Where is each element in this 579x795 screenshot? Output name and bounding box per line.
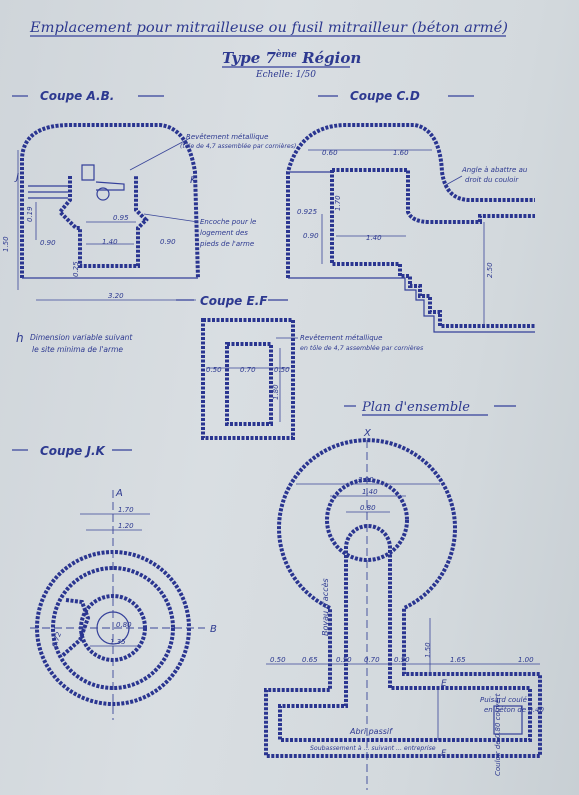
letter-a: A xyxy=(115,488,123,499)
label-boyau: Boyau d'accès xyxy=(320,578,330,636)
dim-pl-165: 1.65 xyxy=(450,656,466,664)
cd-outer-shell xyxy=(286,123,535,278)
ab-embrasure xyxy=(28,185,68,199)
dim-jk-170: 1.70 xyxy=(118,506,134,514)
dim-pl-100: 1.00 xyxy=(518,656,534,664)
letter-h: h xyxy=(16,331,24,345)
cd-chamber-top xyxy=(332,168,535,224)
dim-jk-135: 1.35 xyxy=(110,638,126,646)
section-cd-drawing xyxy=(286,123,535,333)
section-ef-drawing xyxy=(201,318,295,440)
letter-x: X xyxy=(363,428,372,439)
dim-cd-060: 0.60 xyxy=(322,149,338,157)
dim-ab-090a: 0.90 xyxy=(40,239,56,247)
leader-encoche xyxy=(143,213,199,223)
note-puisard-1: Puisard coulé xyxy=(480,696,528,704)
dim-cd-250: 2.50 xyxy=(486,262,494,278)
section-jk-title: Coupe J.K xyxy=(40,444,107,458)
plan-puisard xyxy=(493,705,523,735)
note-encoche-2: logement des xyxy=(200,229,248,237)
dim-ab-025: 0.25 xyxy=(72,261,80,277)
leader-angle xyxy=(443,175,463,187)
note-revetement-ab-2: (tôle de 4,7 assemblée par cornières) xyxy=(180,142,296,150)
dim-pl-050c: 0.50 xyxy=(394,656,410,664)
ab-outer-shell xyxy=(20,123,200,279)
note-angle-2: droit du couloir xyxy=(465,176,519,184)
scale-label: Echelle: 1/50 xyxy=(255,70,316,80)
dim-pl-080: 0.80 xyxy=(360,504,376,512)
dim-ef-050b: 0.50 xyxy=(274,366,290,374)
note-abri: Abri passif xyxy=(349,727,393,736)
dim-cd-140: 1.40 xyxy=(366,234,382,242)
dim-ef-180: 1.80 xyxy=(272,384,280,400)
note-puisard-2: en béton de 0.40 xyxy=(484,706,545,714)
jk-middle-ring xyxy=(51,566,175,690)
section-cd-title: Coupe C.D xyxy=(350,89,420,103)
note-revetement-ef-2: en tôle de 4,7 assemblée par cornières xyxy=(300,344,424,352)
jk-embrasure xyxy=(60,598,91,658)
letter-j: J xyxy=(14,172,19,183)
dim-cd-160: 1.60 xyxy=(393,149,409,157)
dim-jk-080: 0.80 xyxy=(116,621,132,629)
dim-ab-320: 3.20 xyxy=(108,292,124,300)
dim-ab-090b: 0.90 xyxy=(160,238,176,246)
note-revetement-ef: Revêtement métallique xyxy=(300,334,382,342)
dim-pl-140: 1.40 xyxy=(362,488,378,496)
dim-cd-0925: 0.925 xyxy=(297,208,318,216)
dim-pl-050b: 0.50 xyxy=(336,656,352,664)
ef-outer-wall xyxy=(201,318,295,440)
note-h-1: Dimension variable suivant xyxy=(30,333,133,342)
dim-pl-065a: 0.65 xyxy=(302,656,318,664)
letter-k: K xyxy=(190,175,198,186)
type-label: Type 7ème Région xyxy=(222,49,361,67)
note-couloir: Couloir de 0.80 couvert xyxy=(494,693,502,776)
note-encoche-3: pieds de l'arme xyxy=(199,240,254,248)
dim-cd-090: 0.90 xyxy=(303,232,319,240)
dim-pl-320: 3.20 xyxy=(358,476,374,484)
plan-chamber-ring xyxy=(325,478,409,562)
section-jk-drawing xyxy=(30,490,205,720)
section-ab-drawing xyxy=(17,123,200,301)
dim-pl-050a: 0.50 xyxy=(270,656,286,664)
dim-pl-070: 0.70 xyxy=(364,656,380,664)
section-plan-title: Plan d'ensemble xyxy=(361,400,470,415)
cd-stairs xyxy=(330,170,535,328)
dim-ef-070: 0.70 xyxy=(240,366,256,374)
cd-outer-stairs xyxy=(288,277,535,333)
dim-ab-095: 0.95 xyxy=(113,214,129,222)
dim-ab-019: 0.19 xyxy=(26,206,34,222)
section-ef-title: Coupe E.F xyxy=(200,294,268,308)
ab-weapon-pivot xyxy=(96,187,110,201)
note-angle-1: Angle à abattre au xyxy=(461,166,528,174)
letter-f-plan: F xyxy=(441,749,447,759)
dim-ab-140: 1.40 xyxy=(102,238,118,246)
section-ab-title: Coupe A.B. xyxy=(40,89,114,103)
ab-weapon-box xyxy=(81,164,95,181)
dim-cd-170: 1.70 xyxy=(334,195,342,211)
ef-inner-opening xyxy=(225,342,273,426)
leader-revetement-ab xyxy=(129,137,191,171)
dim-pl-150: 1.50 xyxy=(424,642,432,658)
drawing-title: Emplacement pour mitrailleuse ou fusil m… xyxy=(29,20,508,36)
note-revetement-ab: Revêtement métallique xyxy=(186,133,268,141)
dim-ef-050a: 0.50 xyxy=(206,366,222,374)
note-h-2: le site minima de l'arme xyxy=(32,345,123,354)
ab-inner-chamber xyxy=(57,176,149,268)
ab-weapon xyxy=(95,181,125,191)
note-encoche-1: Encoche pour le xyxy=(200,218,256,226)
plan-drawing xyxy=(264,438,542,790)
plan-inner-passage xyxy=(278,524,532,742)
plan-outer-wall xyxy=(264,438,542,758)
letter-b: B xyxy=(210,624,217,635)
dim-ab-150: 1.50 xyxy=(2,236,10,252)
dim-jk-072: 0.72 xyxy=(50,630,63,648)
letter-e-plan: E xyxy=(441,679,447,689)
dim-jk-120: 1.20 xyxy=(118,522,134,530)
note-abri-2: Soubassement à ... suivant ... entrepris… xyxy=(310,744,436,752)
